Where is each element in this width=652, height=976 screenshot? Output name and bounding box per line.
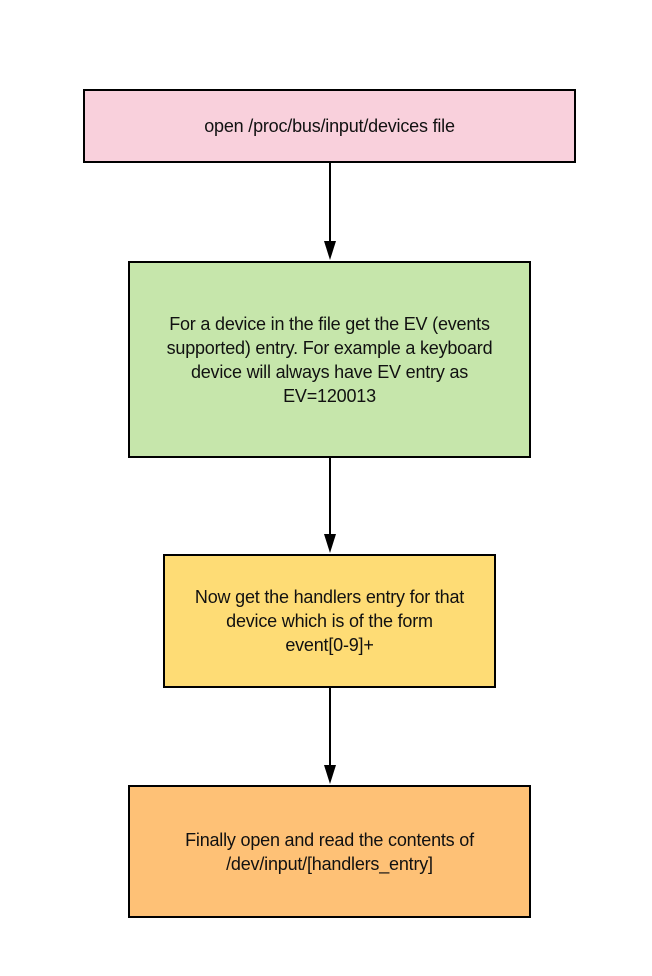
edge-group <box>324 163 336 784</box>
node-get-ev-entry: For a device in the file get the EV (eve… <box>128 261 531 458</box>
node-open-devices-file: open /proc/bus/input/devices file <box>83 89 576 163</box>
node-get-handlers-entry: Now get the handlers entry for that devi… <box>163 554 496 688</box>
node-open-devices-file-label: open /proc/bus/input/devices file <box>204 116 455 136</box>
arrowhead-n3-n4 <box>324 765 336 784</box>
node-open-read-contents-label: Finally open and read the contents of /d… <box>185 829 474 874</box>
node-get-handlers-entry-label: Now get the handlers entry for that devi… <box>194 587 465 655</box>
arrowhead-n1-n2 <box>324 241 336 260</box>
arrowhead-n2-n3 <box>324 534 336 553</box>
node-get-ev-entry-label: For a device in the file get the EV (eve… <box>166 313 493 406</box>
node-open-read-contents: Finally open and read the contents of /d… <box>128 785 531 918</box>
